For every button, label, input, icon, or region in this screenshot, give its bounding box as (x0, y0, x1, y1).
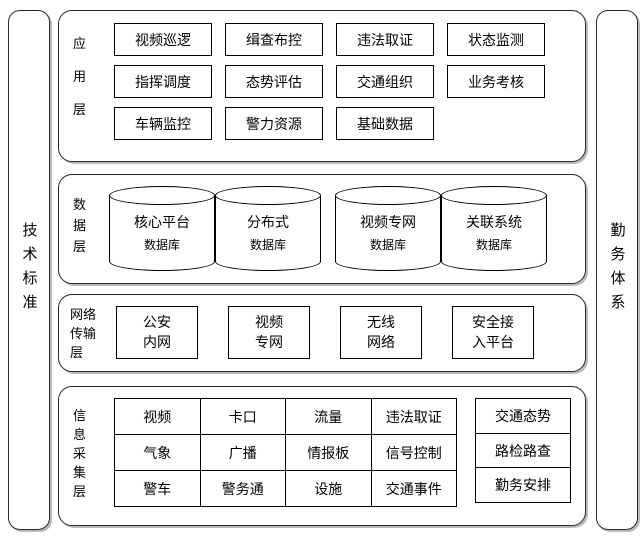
network-box-row: 公安 内网 视频 专网 无线 网络 安全接 入平台 (116, 306, 534, 359)
cylinder-body (335, 195, 441, 262)
layer-network-transport-label: 网络 传输 层 (70, 306, 98, 363)
collect-cell-checkpoint[interactable]: 卡口 (200, 399, 286, 435)
app-box-command-dispatch[interactable]: 指挥调度 (114, 65, 212, 98)
layer-information-collection: 信息采集层 视频 卡口 流量 违法取证 气象 广播 情报板 信号控制 警车 警务… (58, 386, 586, 526)
collect-cell-police-terminal[interactable]: 警务通 (200, 471, 286, 507)
collect-side-cell-road-inspection[interactable]: 路检路查 (475, 432, 571, 469)
app-box-police-resources[interactable]: 警力资源 (225, 107, 323, 140)
layer-data-label: 数据层 (70, 197, 85, 261)
net-box-secure-access-platform[interactable]: 安全接 入平台 (452, 306, 534, 359)
collect-side-cell-duty-arrangement[interactable]: 勤务安排 (475, 467, 571, 504)
app-box-situation-assessment[interactable]: 态势评估 (225, 65, 323, 98)
pillar-right-label: 勤务体系 (608, 222, 627, 318)
pillar-left-label: 技术标准 (20, 222, 39, 318)
collect-cell-violation-evidence[interactable]: 违法取证 (371, 399, 457, 435)
cylinder-distributed-database[interactable]: 分布式 数据库 (215, 186, 321, 271)
layer-network-label-line-3: 层 (70, 346, 84, 361)
collect-cell-traffic-flow[interactable]: 流量 (286, 399, 372, 435)
app-box-investigation[interactable]: 缉查布控 (225, 23, 323, 56)
app-box-status-monitoring[interactable]: 状态监测 (447, 23, 545, 56)
collection-side-column: 交通态势 路检路查 勤务安排 (475, 398, 571, 504)
cylinder-top (109, 186, 215, 205)
cylinder-top (215, 186, 321, 205)
application-box-grid: 视频巡逻 缉查布控 违法取证 状态监测 指挥调度 态势评估 交通组织 业务考核 … (114, 23, 545, 140)
collect-cell-weather[interactable]: 气象 (115, 435, 201, 471)
net-box-line-2: 内网 (143, 334, 171, 351)
cylinder-title: 关联系统 (466, 215, 522, 231)
pillar-duty-system: 勤务体系 (596, 10, 638, 530)
cylinder-body (215, 195, 321, 262)
cylinder-body (109, 195, 215, 262)
collect-cell-information-board[interactable]: 情报板 (286, 435, 372, 471)
collection-grid: 视频 卡口 流量 违法取证 气象 广播 情报板 信号控制 警车 警务通 设施 交… (114, 398, 457, 507)
layer-application: 应用层 视频巡逻 缉查布控 违法取证 状态监测 指挥调度 态势评估 交通组织 业… (58, 10, 586, 162)
collect-cell-signal-control[interactable]: 信号控制 (371, 435, 457, 471)
cylinder-title: 分布式 (247, 215, 289, 231)
cylinder-subtitle: 数据库 (143, 238, 180, 252)
cylinder-title: 核心平台 (134, 215, 190, 231)
collect-cell-facilities[interactable]: 设施 (286, 471, 372, 507)
layer-network-label-line-2: 传输 (70, 327, 97, 342)
layer-information-collection-label: 信息采集层 (70, 408, 85, 504)
cylinder-top (335, 186, 441, 205)
app-box-business-appraisal[interactable]: 业务考核 (447, 65, 545, 98)
net-box-line-1: 视频 (255, 314, 283, 331)
cylinder-subtitle: 数据库 (369, 238, 406, 252)
application-row: 指挥调度 态势评估 交通组织 业务考核 (114, 65, 545, 98)
net-box-line-2: 入平台 (472, 334, 514, 351)
net-box-wireless-network[interactable]: 无线 网络 (340, 306, 422, 359)
layer-network-transport: 网络 传输 层 公安 内网 视频 专网 无线 网络 安全接 入平台 (58, 294, 586, 372)
cylinder-subtitle: 数据库 (249, 238, 286, 252)
cylinder-related-systems-database[interactable]: 关联系统 数据库 (441, 186, 547, 271)
net-box-line-2: 专网 (255, 334, 283, 351)
app-box-video-patrol[interactable]: 视频巡逻 (114, 23, 212, 56)
cylinder-title: 视频专网 (360, 215, 416, 231)
collect-cell-traffic-incident[interactable]: 交通事件 (371, 471, 457, 507)
app-box-traffic-organization[interactable]: 交通组织 (336, 65, 434, 98)
application-row: 视频巡逻 缉查布控 违法取证 状态监测 (114, 23, 545, 56)
cylinder-core-platform-database[interactable]: 核心平台 数据库 (109, 186, 215, 271)
net-box-line-2: 网络 (367, 334, 395, 351)
pillar-technical-standards: 技术标准 (8, 10, 50, 530)
collect-side-cell-traffic-situation[interactable]: 交通态势 (475, 398, 571, 434)
cylinder-subtitle: 数据库 (475, 238, 512, 252)
layer-application-label: 应用层 (70, 36, 85, 136)
net-box-line-1: 无线 (367, 314, 395, 331)
cylinder-top (441, 186, 547, 205)
app-box-vehicle-monitoring[interactable]: 车辆监控 (114, 107, 212, 140)
net-box-line-1: 安全接 (472, 314, 514, 331)
app-box-violation-evidence[interactable]: 违法取证 (336, 23, 434, 56)
collect-cell-police-car[interactable]: 警车 (115, 471, 201, 507)
net-box-video-private-network[interactable]: 视频 专网 (228, 306, 310, 359)
database-cylinder-group: 核心平台 数据库 分布式 数据库 视频专网 数据库 关联系统 数据库 (109, 186, 547, 271)
cylinder-body (441, 195, 547, 262)
layer-network-label-line-1: 网络 (70, 308, 97, 323)
collection-content: 视频 卡口 流量 违法取证 气象 广播 情报板 信号控制 警车 警务通 设施 交… (114, 398, 571, 507)
net-box-public-security-intranet[interactable]: 公安 内网 (116, 306, 198, 359)
cylinder-video-network-database[interactable]: 视频专网 数据库 (335, 186, 441, 271)
net-box-line-1: 公安 (143, 314, 171, 331)
collect-cell-video[interactable]: 视频 (115, 399, 201, 435)
layer-data: 数据层 核心平台 数据库 分布式 数据库 视频专网 数据库 (58, 174, 586, 284)
collect-cell-broadcast[interactable]: 广播 (200, 435, 286, 471)
app-box-basic-data[interactable]: 基础数据 (336, 107, 434, 140)
application-row: 车辆监控 警力资源 基础数据 (114, 107, 545, 140)
